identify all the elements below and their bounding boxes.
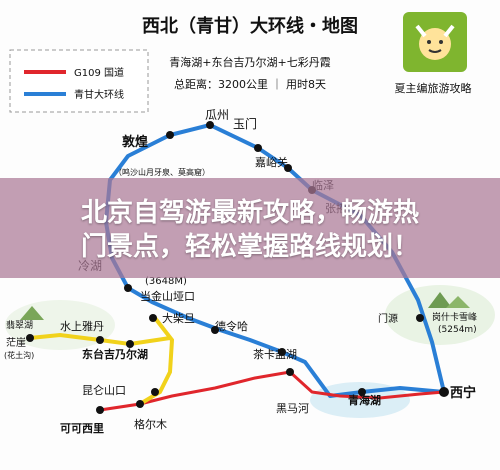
city-dot-xining	[439, 387, 449, 397]
brand-logo-label: 夏主编旅游攻略	[394, 82, 472, 95]
brand-logo	[403, 12, 467, 72]
place-dunhuang-note: （鸣沙山月牙泉、莫高窟）	[114, 167, 210, 177]
promo-banner-text: 北京自驾游最新攻略，畅游热 门景点，轻松掌握路线规划！	[20, 196, 480, 264]
place-kunlunshankou: 昆仑山口	[82, 383, 126, 397]
city-dot-guazhou	[206, 121, 214, 129]
place-dangjinshankou: 当金山垭口	[140, 289, 195, 303]
city-dot-jiayuguan	[284, 164, 292, 172]
place-mangai: 茫崖	[6, 336, 26, 349]
city-dot-delingha	[211, 326, 219, 334]
terrain-patch	[385, 285, 495, 345]
place-heimahe: 黑马河	[276, 402, 309, 415]
legend-label-loop: 青甘大环线	[74, 88, 124, 101]
place-yumen: 玉门	[233, 116, 257, 131]
place-dongtaijinaier: 东台吉乃尔湖	[82, 347, 148, 361]
city-dot-dachaidan	[149, 314, 157, 322]
city-dot-heimahe	[286, 368, 294, 376]
city-dot-kunlunshankou	[151, 388, 159, 396]
distance-summary: 总距离：3200公里 ｜ 用时8天	[174, 77, 326, 91]
mountain-icon	[428, 292, 452, 308]
legend-box	[9, 49, 149, 113]
city-dot-geermu	[136, 400, 144, 408]
city-dot-mangai	[26, 334, 34, 342]
mascot-icon	[415, 24, 455, 60]
promo-line-1: 北京自驾游最新攻略，畅游热	[80, 198, 419, 228]
place-dachaidan: 大柴旦	[162, 311, 195, 325]
city-dot-shuishang-yadan	[96, 336, 104, 344]
place-emerald-lake: 翡翠湖	[6, 319, 33, 331]
city-dot-chakayanhu	[278, 348, 286, 356]
place-dunhuang: 敦煌	[122, 134, 148, 150]
place-kekexili: 可可西里	[60, 422, 104, 435]
place-chakayanhu: 茶卡盐湖	[253, 348, 297, 361]
city-dot-kekexili	[96, 406, 104, 414]
route-summary: 青海湖+东台吉乃尔湖+七彩丹霞	[169, 55, 330, 69]
map-title: 西北（青甘）大环线・地图	[142, 15, 358, 37]
place-shuishang-yadan: 水上雅丹	[60, 319, 104, 333]
place-menyuan: 门源	[378, 312, 398, 325]
city-markers	[26, 121, 449, 414]
mountain-icon	[20, 306, 44, 320]
place-elevation-mid: (3648M)	[145, 276, 187, 287]
place-delingha: 德令哈	[215, 319, 248, 333]
place-elevation-right: (5254m)	[438, 325, 477, 335]
place-geermu: 格尔木	[134, 417, 167, 431]
route-branch-south	[138, 316, 175, 406]
promo-banner	[0, 178, 500, 278]
city-dot-qinghaihu	[358, 388, 366, 396]
legend-label-g109: G109 国道	[74, 66, 124, 79]
place-mangai-note: (花土沟)	[4, 350, 34, 360]
city-dot-dongtaijinaier	[126, 340, 134, 348]
city-dot-menyuan	[416, 314, 424, 322]
place-xining: 西宁	[450, 385, 476, 401]
mountain-icon	[446, 296, 470, 308]
city-dot-dunhuang	[166, 131, 174, 139]
place-qinghaihu: 青海湖	[348, 393, 381, 407]
city-dot-yumen	[254, 144, 262, 152]
city-dot-dangjinshankou	[124, 284, 132, 292]
place-jiayuguan: 嘉峪关	[255, 155, 288, 169]
place-guazhou: 瓜州	[205, 108, 229, 122]
promo-line-2: 门景点，轻松掌握路线规划！	[80, 232, 419, 262]
place-gangshimaqia: 岗什卡雪峰	[432, 311, 477, 323]
